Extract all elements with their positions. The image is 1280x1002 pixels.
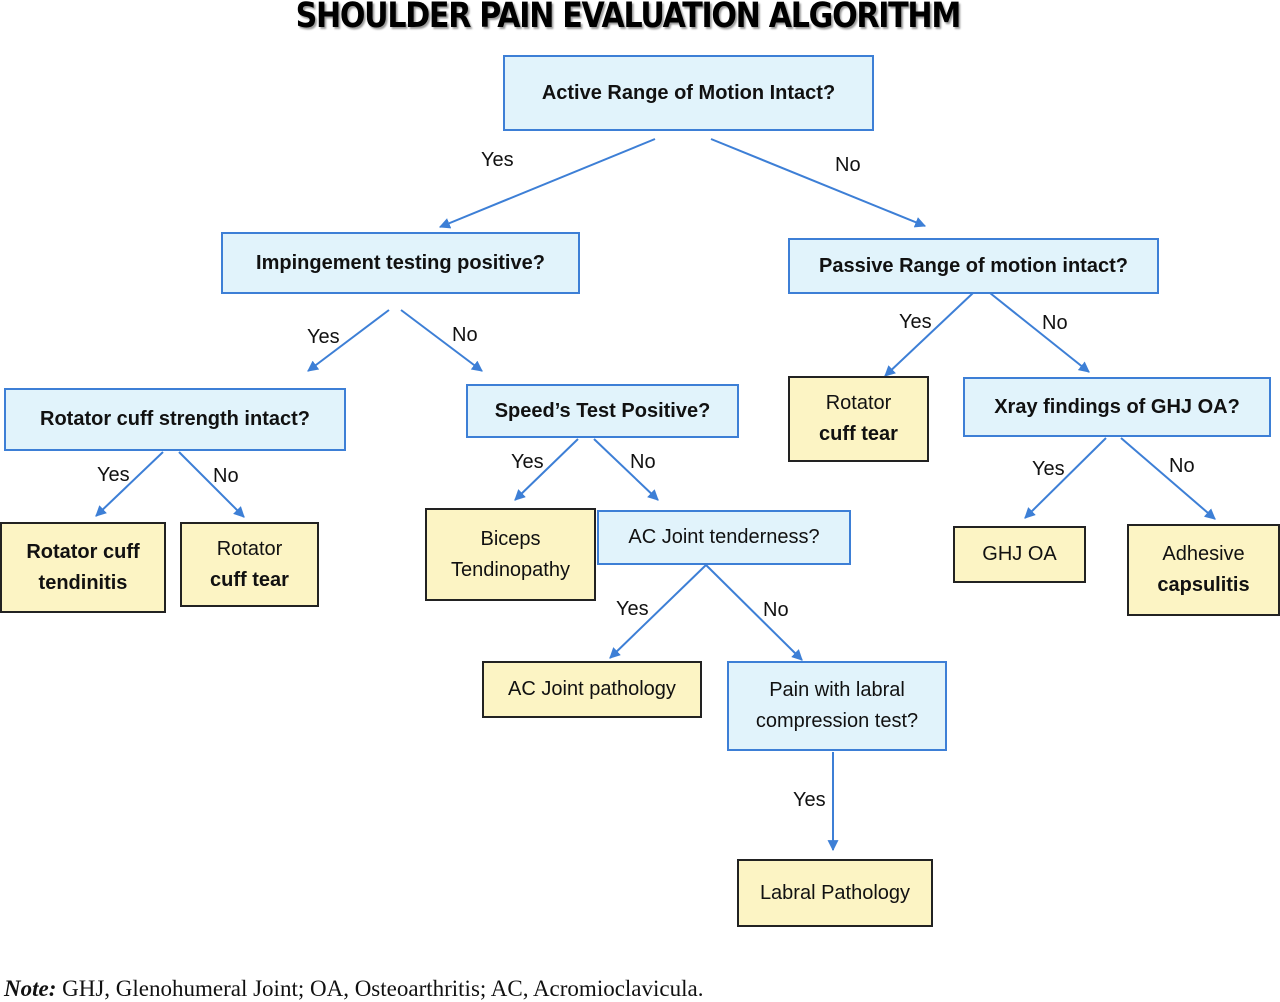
- outcome-rotator-cuff-tendinitis-line1: Rotator cuff: [26, 540, 140, 563]
- outcome-biceps-tendinopathy-line2: Tendinopathy: [451, 558, 570, 581]
- arrow-active-no: [710, 138, 927, 228]
- footnote-label: Note:: [4, 976, 57, 1001]
- arrow-rc-no: [178, 451, 245, 518]
- outcome-adhesive-capsulitis: Adhesive capsulitis: [1127, 524, 1280, 616]
- footnote: Note: GHJ, Glenohumeral Joint; OA, Osteo…: [4, 976, 703, 1002]
- arrow-ac-no: [705, 564, 803, 661]
- node-impingement-text: Impingement testing positive?: [256, 251, 545, 274]
- outcome-rotator-cuff-tear-right-line2: cuff tear: [819, 423, 898, 445]
- arrow-imp-no: [400, 309, 483, 372]
- outcome-rotator-cuff-tear-left-line1: Rotator: [216, 537, 283, 560]
- node-speeds-test: Speed’s Test Positive?: [466, 384, 739, 438]
- label-xray-yes: Yes: [1032, 458, 1065, 480]
- arrow-speeds-yes: [514, 438, 579, 501]
- node-xray-text: Xray findings of GHJ OA?: [994, 395, 1240, 418]
- outcome-adhesive-capsulitis-line1: Adhesive: [1162, 543, 1245, 565]
- node-impingement: Impingement testing positive?: [221, 232, 580, 294]
- arrow-passive-no: [989, 292, 1090, 373]
- node-passive-rom: Passive Range of motion intact?: [788, 238, 1159, 294]
- label-xray-no: No: [1169, 455, 1195, 477]
- arrow-rc-yes: [95, 451, 164, 517]
- label-ac-no: No: [763, 599, 789, 621]
- node-xray: Xray findings of GHJ OA?: [963, 377, 1271, 437]
- arrow-active-yes: [438, 138, 656, 229]
- arrow-passive-yes: [884, 292, 974, 377]
- outcome-rotator-cuff-tear-right-line1: Rotator: [825, 392, 892, 414]
- label-speeds-yes: Yes: [511, 451, 544, 473]
- outcome-ac-joint-pathology-text: AC Joint pathology: [508, 678, 676, 700]
- outcome-rotator-cuff-tear-right: Rotator cuff tear: [788, 376, 929, 462]
- node-ac-tenderness: AC Joint tenderness?: [597, 510, 851, 565]
- arrow-imp-yes: [307, 309, 390, 372]
- node-rc-strength: Rotator cuff strength intact?: [4, 388, 346, 451]
- label-active-yes: Yes: [481, 149, 514, 171]
- arrow-speeds-no: [593, 438, 659, 501]
- outcome-ghj-oa-text: GHJ OA: [982, 543, 1057, 565]
- outcome-rotator-cuff-tendinitis-line2: tendinitis: [38, 571, 128, 594]
- node-active-rom: Active Range of Motion Intact?: [503, 55, 874, 131]
- outcome-labral-pathology-text: Labral Pathology: [759, 881, 911, 904]
- label-rc-yes: Yes: [97, 464, 130, 486]
- outcome-biceps-tendinopathy: Biceps Tendinopathy: [425, 508, 596, 601]
- outcome-labral-pathology: Labral Pathology: [737, 859, 933, 927]
- label-imp-no: No: [452, 324, 478, 346]
- outcome-ghj-oa: GHJ OA: [953, 526, 1086, 583]
- label-speeds-no: No: [630, 451, 656, 473]
- node-ac-tenderness-text: AC Joint tenderness?: [628, 526, 820, 548]
- outcome-rotator-cuff-tendinitis: Rotator cuff tendinitis: [0, 522, 166, 613]
- label-passive-no: No: [1042, 312, 1068, 334]
- label-imp-yes: Yes: [307, 326, 340, 348]
- label-rc-no: No: [213, 465, 239, 487]
- arrow-xray-no: [1120, 437, 1216, 520]
- node-labral-test: Pain with labral compression test?: [727, 661, 947, 751]
- arrow-ac-yes: [609, 564, 707, 659]
- node-labral-test-line1: Pain with labral: [769, 679, 905, 701]
- outcome-adhesive-capsulitis-line2: capsulitis: [1157, 574, 1250, 596]
- node-active-rom-text: Active Range of Motion Intact?: [541, 81, 836, 104]
- outcome-rotator-cuff-tear-left-line2: cuff tear: [210, 568, 289, 591]
- outcome-biceps-tendinopathy-line1: Biceps: [480, 527, 541, 550]
- node-labral-test-line2: compression test?: [755, 710, 919, 732]
- node-passive-rom-text: Passive Range of motion intact?: [819, 254, 1128, 277]
- node-speeds-test-text: Speed’s Test Positive?: [494, 399, 711, 422]
- label-ac-yes: Yes: [616, 598, 649, 620]
- label-passive-yes: Yes: [899, 311, 932, 333]
- label-active-no: No: [835, 154, 861, 176]
- diagram-title: SHOULDER PAIN EVALUATION ALGORITHM: [295, 0, 962, 36]
- outcome-rotator-cuff-tear-left: Rotator cuff tear: [180, 522, 319, 607]
- footnote-text: GHJ, Glenohumeral Joint; OA, Osteoarthri…: [56, 976, 704, 1001]
- node-rc-strength-text: Rotator cuff strength intact?: [40, 408, 310, 430]
- arrow-xray-yes: [1024, 437, 1107, 519]
- label-labral-yes: Yes: [793, 789, 826, 811]
- outcome-ac-joint-pathology: AC Joint pathology: [482, 661, 702, 718]
